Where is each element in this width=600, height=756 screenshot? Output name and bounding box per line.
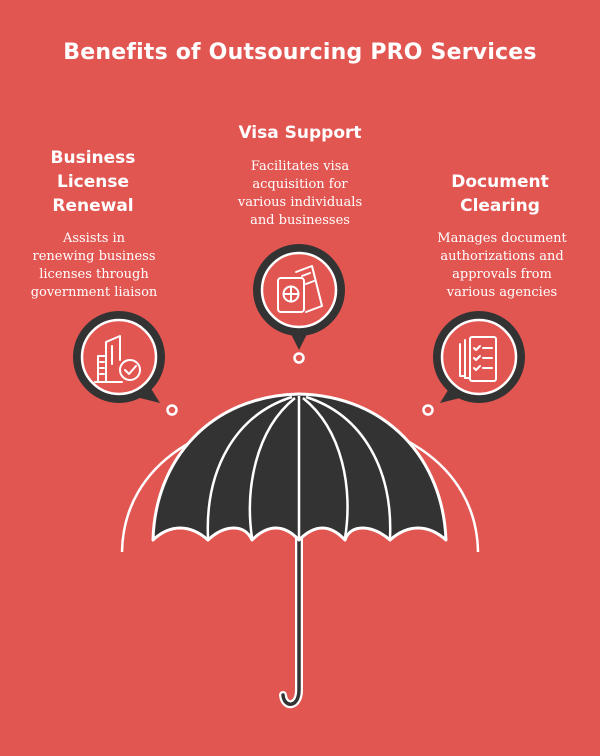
description-line: various individuals bbox=[237, 195, 363, 210]
description-line: and businesses bbox=[250, 213, 350, 228]
bubble-visa-support bbox=[253, 244, 345, 350]
description-line: government liaison bbox=[30, 285, 158, 300]
umbrella-rib-left-outer bbox=[206, 395, 293, 539]
benefit-description-document-clearing: Manages document authorizations and appr… bbox=[410, 230, 594, 302]
arc-dot-right bbox=[422, 404, 434, 416]
benefit-description-visa-support: Facilitates visa acquisition for various… bbox=[200, 158, 400, 230]
bubble-document-clearing bbox=[433, 311, 525, 403]
description-line: various agencies bbox=[446, 285, 558, 300]
description-line: acquisition for bbox=[252, 177, 348, 192]
heading-line: Document bbox=[451, 172, 549, 192]
passport-ticket-icon bbox=[277, 265, 323, 313]
description-line: Assists in bbox=[62, 231, 126, 246]
benefit-heading-document-clearing: Document Clearing bbox=[412, 170, 588, 218]
bubble-inner bbox=[260, 251, 338, 329]
bubble-business-license bbox=[73, 311, 165, 403]
heading-line: Clearing bbox=[460, 196, 540, 216]
bubble-pointer bbox=[290, 332, 308, 350]
umbrella-rib-right-inner bbox=[302, 397, 349, 539]
bubble-pointer bbox=[136, 387, 160, 403]
documents-checklist-icon bbox=[459, 336, 497, 382]
umbrella-handle bbox=[281, 536, 301, 706]
heading-line: Visa Support bbox=[238, 123, 362, 143]
building-check-icon bbox=[94, 335, 141, 383]
benefit-heading-business-license: Business License Renewal bbox=[18, 146, 168, 218]
benefit-description-business-license: Assists in renewing business licenses th… bbox=[14, 230, 174, 302]
infographic-title: Benefits of Outsourcing PRO Services bbox=[63, 40, 537, 65]
description-line: approvals from bbox=[452, 267, 552, 282]
description-line: renewing business bbox=[32, 249, 156, 264]
umbrella-rib-right-outer bbox=[305, 395, 392, 539]
description-line: licenses through bbox=[39, 267, 149, 282]
heading-line: License bbox=[56, 172, 130, 192]
arc-dot-center bbox=[293, 352, 305, 364]
description-line: Facilitates visa bbox=[250, 159, 350, 174]
arc-dot-left bbox=[166, 404, 178, 416]
benefit-heading-visa-support: Visa Support bbox=[200, 121, 400, 145]
description-line: Manages document bbox=[437, 231, 567, 246]
description-line: authorizations and bbox=[440, 249, 564, 264]
heading-line: Business bbox=[50, 148, 136, 168]
umbrella-rib-left-inner bbox=[248, 397, 296, 539]
umbrella bbox=[151, 392, 448, 709]
heading-line: Renewal bbox=[52, 196, 134, 216]
bubble-pointer bbox=[440, 387, 464, 403]
